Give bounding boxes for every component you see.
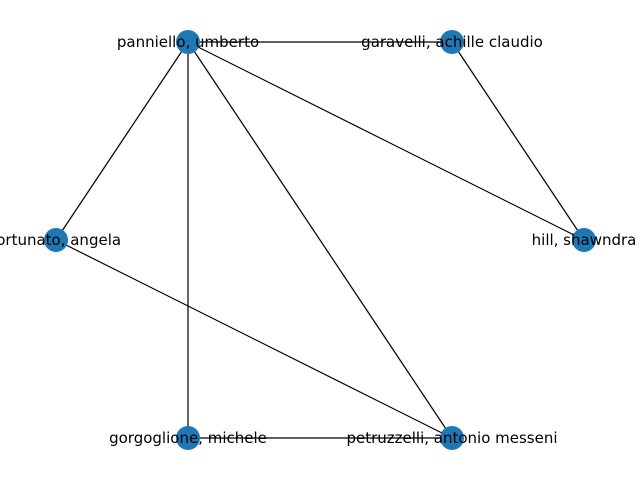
edge-panniello-hill <box>187 41 585 241</box>
node-label-panniello: panniello, umberto <box>117 33 259 51</box>
node-label-hill: hill, shawndra <box>532 231 637 249</box>
edge-layer <box>55 41 585 439</box>
node-petruzzelli <box>440 426 464 450</box>
node-garavelli <box>440 30 464 54</box>
node-hill <box>572 228 596 252</box>
node-layer <box>44 30 596 450</box>
node-panniello <box>176 30 200 54</box>
label-layer: panniello, umberto garavelli, achille cla… <box>0 33 636 447</box>
node-label-petruzzelli: petruzzelli, antonio messeni <box>346 429 557 447</box>
edge-garavelli-hill <box>451 41 585 241</box>
edge-panniello-fortunato <box>55 41 189 241</box>
node-label-gorgoglione: gorgoglione, michele <box>109 429 267 447</box>
node-gorgoglione <box>176 426 200 450</box>
node-label-garavelli: garavelli, achille claudio <box>361 33 543 51</box>
node-label-fortunato: fortunato, angela <box>0 231 121 249</box>
node-fortunato <box>44 228 68 252</box>
edge-fortunato-petruzzelli <box>55 239 453 439</box>
edge-panniello-petruzzelli <box>187 41 453 439</box>
